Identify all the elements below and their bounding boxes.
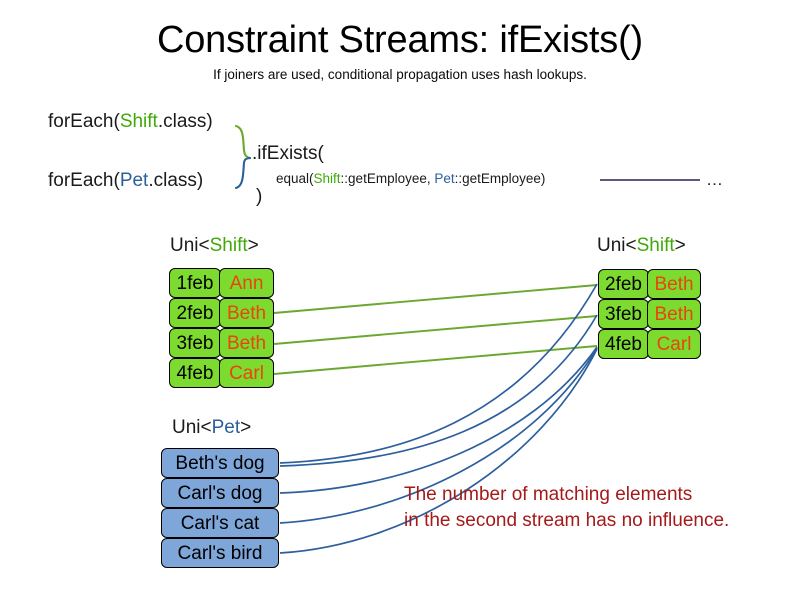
cell-name: Beth: [219, 298, 274, 328]
cell-date: 4feb: [598, 329, 649, 359]
link-green-3feb: [273, 315, 598, 345]
code-equal-left-method: ::getEmployee,: [340, 171, 435, 186]
cell-date: 1feb: [169, 268, 221, 298]
code-foreach-pet-prefix: forEach(: [48, 170, 120, 191]
code-foreach-pet-type: Pet: [119, 170, 149, 191]
code-equal-right-method: ::getEmployee): [454, 171, 546, 186]
code-foreach-shift-prefix: forEach(: [48, 111, 120, 132]
cell-name: Beth: [647, 269, 701, 299]
table-row[interactable]: 3feb Beth: [598, 299, 701, 329]
code-foreach-pet: forEach(Pet.class): [48, 170, 203, 192]
brace-lower-blue: [234, 156, 252, 190]
cell-pet-name: Beth's dog: [161, 448, 279, 478]
cell-name: Carl: [647, 329, 701, 359]
code-ellipsis: …: [706, 170, 723, 189]
pet-stream-label: Uni<Pet>: [172, 417, 251, 439]
code-foreach-shift: forEach(Shift.class): [48, 111, 213, 133]
list-item[interactable]: Carl's dog: [161, 478, 279, 508]
table-row[interactable]: 1feb Ann: [169, 268, 274, 298]
right-shift-label-suffix: >: [674, 235, 686, 256]
table-row[interactable]: 4feb Carl: [598, 329, 701, 359]
code-equal-prefix: equal(: [276, 171, 314, 186]
cell-date: 4feb: [169, 358, 221, 388]
pet-label-suffix: >: [240, 417, 252, 438]
right-shift-label-type: Shift: [636, 235, 675, 256]
code-foreach-shift-type: Shift: [119, 111, 158, 132]
link-blue-bethdog-3feb: [279, 314, 598, 467]
link-blue-carldog-4feb: [279, 346, 598, 494]
pet-label-prefix: Uni<: [172, 417, 212, 438]
cell-date: 3feb: [598, 299, 649, 329]
left-shift-label-suffix: >: [247, 235, 259, 256]
list-item[interactable]: Beth's dog: [161, 448, 279, 478]
page-subtitle: If joiners are used, conditional propaga…: [213, 67, 587, 82]
table-row[interactable]: 4feb Carl: [169, 358, 274, 388]
cell-name: Carl: [219, 358, 274, 388]
left-shift-label-prefix: Uni<: [170, 235, 210, 256]
cell-name: Ann: [219, 268, 274, 298]
cell-name: Beth: [647, 299, 701, 329]
right-shift-stream-label: Uni<Shift>: [597, 235, 686, 257]
left-shift-label-type: Shift: [209, 235, 248, 256]
brace-upper-green: [234, 124, 252, 160]
code-if-exists: .ifExists(: [252, 143, 324, 164]
code-foreach-shift-suffix: .class): [157, 111, 213, 132]
code-equal-left-type: Shift: [313, 171, 341, 186]
cell-name: Beth: [219, 328, 274, 358]
cell-pet-name: Carl's cat: [161, 508, 279, 538]
annotation-note-line2: in the second stream has no influence.: [404, 510, 730, 531]
cell-pet-name: Carl's bird: [161, 538, 279, 568]
code-equal-joiner: equal(Shift::getEmployee, Pet::getEmploy…: [276, 171, 545, 187]
code-foreach-pet-suffix: .class): [148, 170, 204, 191]
left-shift-stream-label: Uni<Shift>: [170, 235, 259, 257]
table-row[interactable]: 2feb Beth: [169, 298, 274, 328]
link-green-2feb: [273, 284, 598, 314]
list-item[interactable]: Carl's bird: [161, 538, 279, 568]
annotation-note: The number of matching elements in the s…: [404, 482, 774, 534]
code-equal-right-type: Pet: [434, 171, 455, 186]
cell-pet-name: Carl's dog: [161, 478, 279, 508]
cell-date: 2feb: [169, 298, 221, 328]
table-row[interactable]: 2feb Beth: [598, 269, 701, 299]
link-blue-bethdog-2feb: [279, 283, 598, 464]
list-item[interactable]: Carl's cat: [161, 508, 279, 538]
cell-date: 3feb: [169, 328, 221, 358]
annotation-note-line1: The number of matching elements: [404, 484, 693, 505]
cell-date: 2feb: [598, 269, 649, 299]
page-title: Constraint Streams: ifExists(): [157, 19, 643, 61]
pet-label-type: Pet: [211, 417, 241, 438]
code-closing-paren: ): [256, 186, 263, 207]
table-row[interactable]: 3feb Beth: [169, 328, 274, 358]
right-shift-label-prefix: Uni<: [597, 235, 637, 256]
link-green-4feb: [273, 345, 598, 375]
